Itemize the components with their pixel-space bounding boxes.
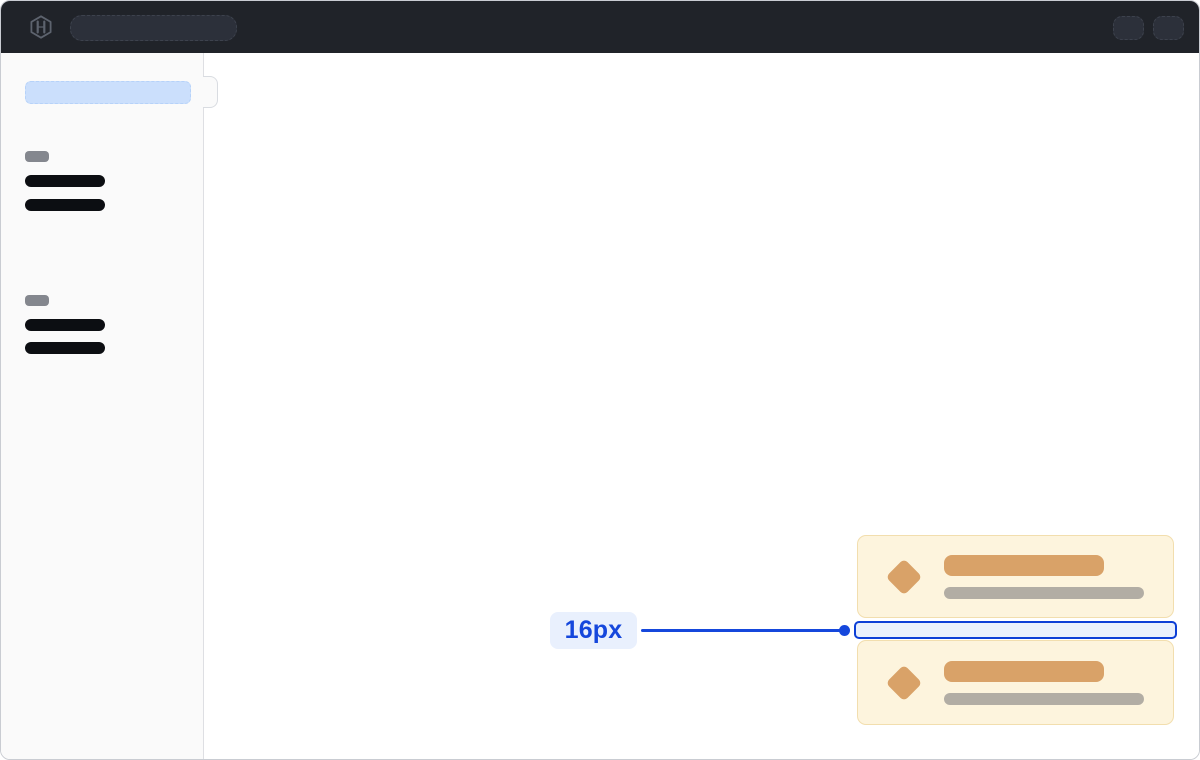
sidebar-item-skeleton[interactable]	[25, 175, 105, 187]
measurement-line	[641, 629, 841, 632]
sidebar-active-item-skeleton[interactable]	[25, 81, 191, 104]
sidebar-item-skeleton[interactable]	[25, 342, 105, 354]
diamond-icon	[885, 558, 923, 595]
hashicorp-logo-icon[interactable]	[29, 15, 53, 39]
card-subtitle-skeleton	[944, 586, 1144, 599]
measurement-label-text: 16px	[564, 616, 623, 644]
card-text-skeleton	[944, 660, 1144, 705]
sidebar	[1, 53, 204, 759]
search-input-skeleton[interactable]	[70, 15, 237, 41]
card-title-skeleton	[944, 554, 1104, 576]
card-subtitle-skeleton	[944, 692, 1144, 705]
spacing-highlight	[854, 621, 1177, 639]
sidebar-item-skeleton[interactable]	[25, 199, 105, 211]
sidebar-group-label-skeleton	[25, 151, 49, 162]
header-action-skeleton-2[interactable]	[1153, 16, 1184, 40]
sidebar-toggle-handle[interactable]	[203, 76, 218, 108]
measurement-dot-icon	[839, 625, 850, 636]
sidebar-group-label-skeleton	[25, 295, 49, 306]
card-text-skeleton	[944, 554, 1144, 599]
app-header	[1, 1, 1199, 53]
header-action-skeleton-1[interactable]	[1113, 16, 1144, 40]
sidebar-item-skeleton[interactable]	[25, 319, 105, 331]
measurement-label: 16px	[550, 612, 637, 649]
card-title-skeleton	[944, 660, 1104, 682]
list-card[interactable]	[857, 640, 1174, 725]
list-card[interactable]	[857, 535, 1174, 618]
diamond-icon	[885, 664, 923, 701]
